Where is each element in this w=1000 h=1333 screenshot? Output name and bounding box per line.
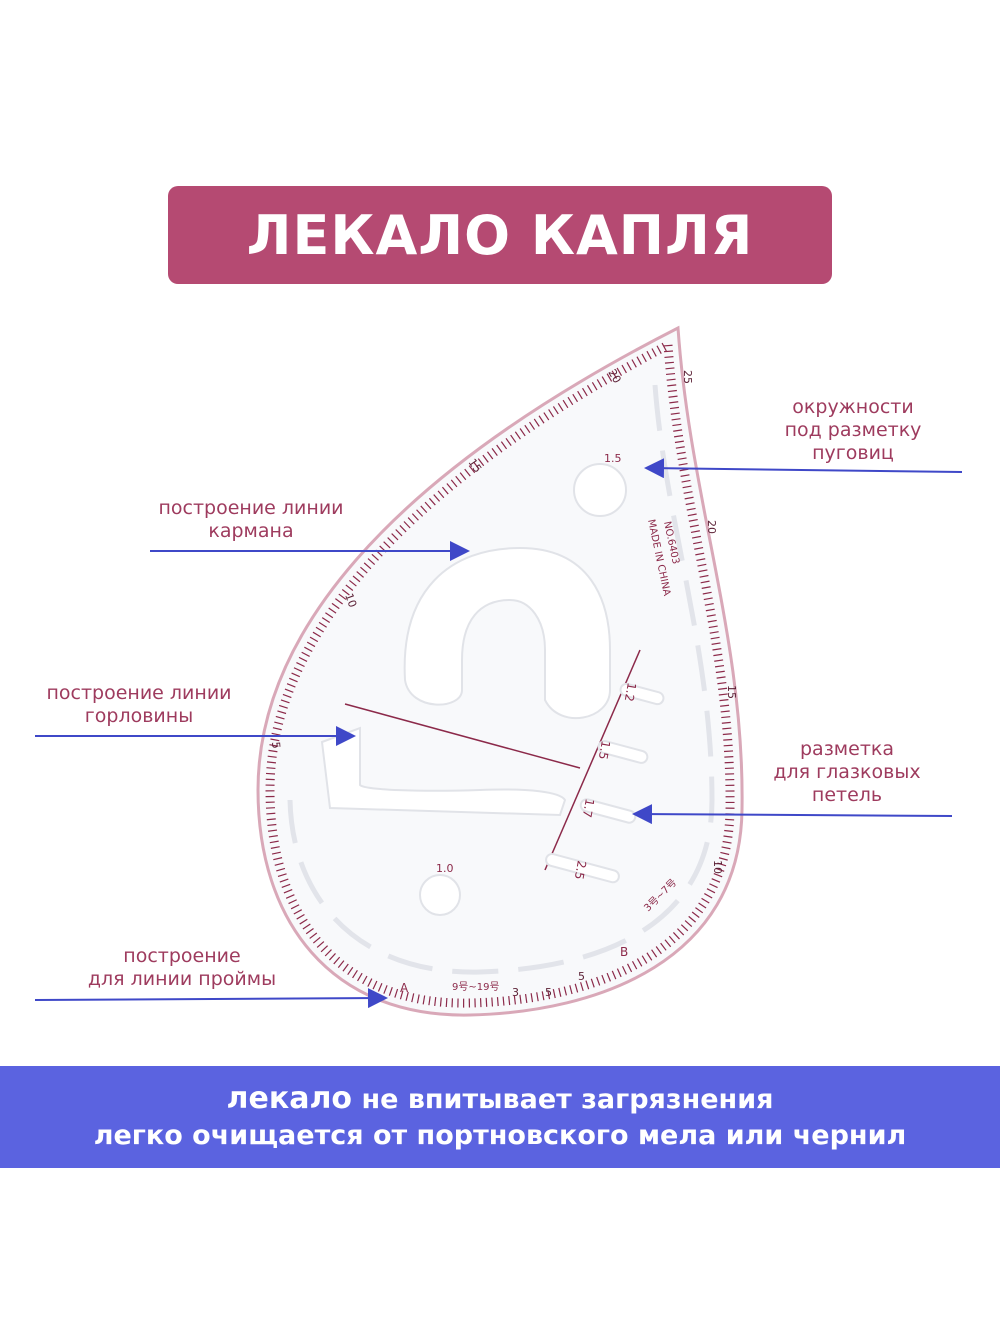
scale-left-10: 10: [342, 592, 359, 610]
scale-left-20: 20: [605, 367, 623, 386]
button-hole-large: [573, 463, 627, 517]
arrow-armhole: [34, 988, 388, 1009]
scale-left-5: 5: [269, 741, 283, 749]
bottom-line-1-rest: не впитывает загрязнения: [352, 1083, 774, 1115]
bottom-keyword: лекало: [226, 1080, 353, 1116]
label-circles: окружности под разметку пуговиц: [784, 396, 922, 464]
button-hole-small: [419, 874, 461, 916]
title-banner: ЛЕКАЛО КАПЛЯ: [168, 186, 832, 284]
marker-a: A: [400, 981, 409, 995]
eyelet-size-2: 1.5: [596, 739, 613, 760]
pocket-cutout: [403, 546, 611, 719]
eyelet-size-4: 2.5: [572, 859, 589, 880]
label-eyelet: разметка для глазковых петель: [773, 738, 921, 806]
arrow-eyelet: [632, 804, 953, 825]
scale-right-15: 15: [725, 685, 738, 699]
scale-bottom-5: 5: [545, 986, 552, 999]
scale-bottom-3: 3: [512, 986, 519, 999]
size-range-1: 9号~19号: [452, 981, 499, 993]
scale-right-20: 20: [705, 520, 718, 534]
bottom-line-2: легко очищается от портновского мела или…: [93, 1119, 907, 1151]
label-pocket: построение линии кармана: [158, 497, 344, 542]
eyelet-size-3: 1.7: [580, 797, 597, 818]
eyelet-size-1: 1.2: [622, 681, 639, 702]
marker-b: B: [620, 945, 628, 959]
arrow-circles: [644, 458, 963, 479]
button-size-label-1: 1.5: [604, 452, 622, 465]
label-armhole: построение для линии проймы: [87, 945, 277, 990]
bottom-info-band: лекало не впитывает загрязнения легко оч…: [0, 1066, 1000, 1168]
scale-right-10: 10: [711, 860, 724, 874]
button-size-label-2: 1.0: [436, 862, 454, 875]
page-title: ЛЕКАЛО КАПЛЯ: [246, 203, 754, 267]
bottom-line-1: лекало не впитывает загрязнения: [0, 1081, 1000, 1118]
scale-right-5: 5: [578, 970, 585, 983]
neckline-cutout: [320, 726, 567, 817]
scale-right-25: 25: [681, 370, 694, 384]
label-neck: построение линии горловины: [46, 682, 232, 727]
